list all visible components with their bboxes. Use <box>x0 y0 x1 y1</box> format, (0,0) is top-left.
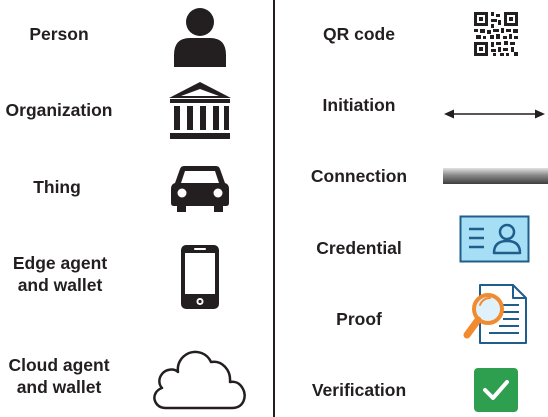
column-divider <box>273 0 275 417</box>
label-cloud-agent-line2: and wallet <box>16 377 102 397</box>
label-initiation: Initiation <box>322 95 396 115</box>
label-edge-agent-line2: and wallet <box>17 275 103 295</box>
label-proof: Proof <box>336 309 382 329</box>
label-edge-agent: Edge agent and wallet <box>0 252 120 296</box>
connection-bar-icon <box>443 168 548 184</box>
double-arrow-icon <box>444 109 545 119</box>
label-organization: Organization <box>5 100 113 120</box>
smartphone-icon <box>181 245 219 309</box>
checkmark-icon <box>474 368 518 412</box>
id-card-icon <box>459 215 530 263</box>
label-cloud-agent: Cloud agent and wallet <box>0 354 118 398</box>
label-cloud-agent-line1: Cloud agent <box>8 355 110 375</box>
person-icon <box>174 8 226 67</box>
qr-code-icon <box>474 12 518 56</box>
label-person: Person <box>29 24 89 44</box>
cloud-icon <box>153 350 246 410</box>
car-icon <box>171 166 229 212</box>
label-connection: Connection <box>310 166 408 186</box>
label-verification: Verification <box>311 380 407 400</box>
label-qr-code: QR code <box>323 24 395 44</box>
label-edge-agent-line1: Edge agent <box>12 253 108 273</box>
label-credential: Credential <box>316 238 402 258</box>
bank-icon <box>169 82 231 139</box>
document-magnifier-icon <box>463 284 527 344</box>
label-thing: Thing <box>33 177 81 197</box>
